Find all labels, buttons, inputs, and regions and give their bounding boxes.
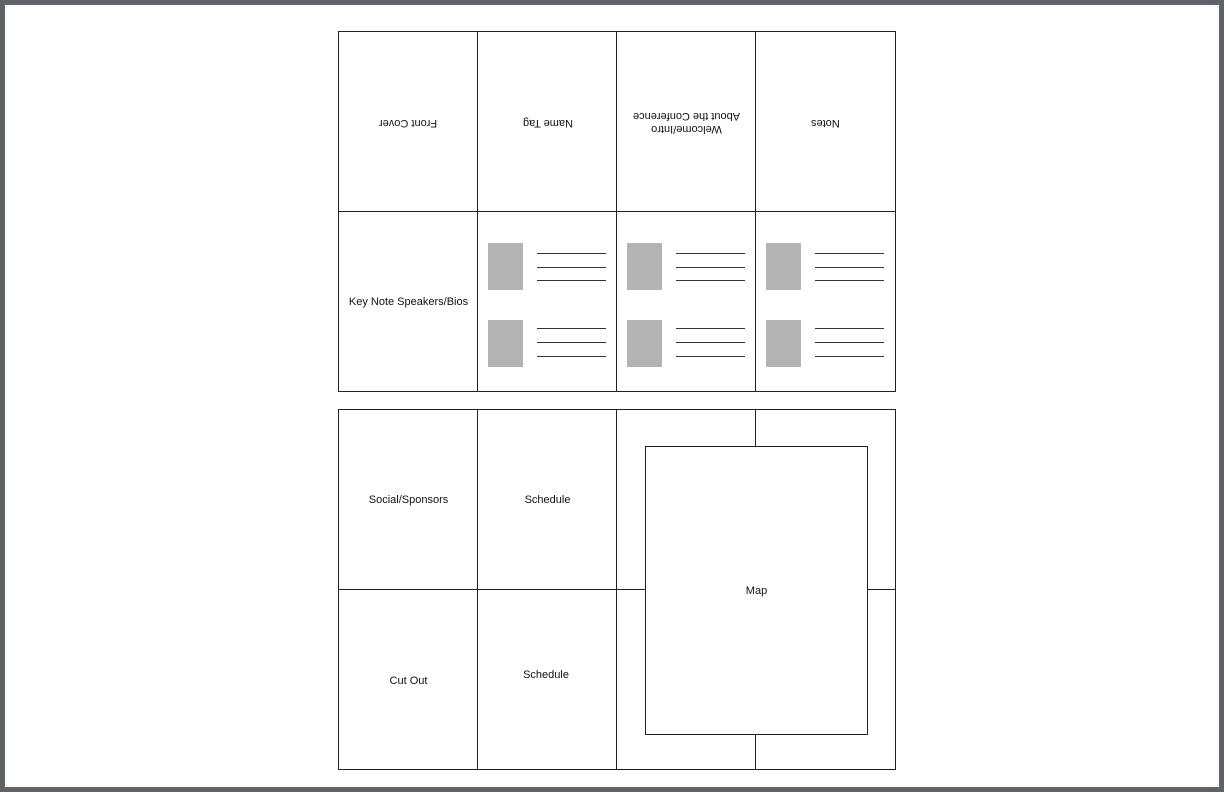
fold-line (339, 589, 895, 590)
speaker-bio-panel (756, 212, 895, 391)
speaker-photo-placeholder (627, 320, 662, 367)
front-cover-label: Front Cover (379, 116, 438, 129)
bio-text-line (815, 328, 884, 329)
bio-text-line (815, 356, 884, 357)
notes-label: Notes (811, 116, 840, 129)
bio-text-line (537, 328, 606, 329)
bio-text-line (815, 267, 884, 268)
speaker-bio-panel (617, 212, 756, 391)
bio-text-line (676, 253, 745, 254)
top-sheet: Front Cover Name Tag Welcome/Intro About… (338, 31, 896, 392)
schedule-panel-bottom: Schedule (478, 590, 614, 760)
name-tag-panel: Name Tag (478, 32, 617, 212)
bio-text-line (676, 328, 745, 329)
about-conference-text: About the Conference (632, 110, 741, 122)
cut-out-panel: Cut Out (339, 590, 478, 769)
speaker-photo-placeholder (766, 243, 801, 290)
map-label: Map (745, 584, 768, 597)
speaker-bio-panel (478, 212, 617, 391)
speaker-photo-placeholder (488, 320, 523, 367)
schedule-label: Schedule (524, 494, 571, 506)
keynote-label: Key Note Speakers/Bios (348, 295, 469, 308)
bio-text-line (537, 267, 606, 268)
fold-line (339, 211, 895, 212)
social-sponsors-panel: Social/Sponsors (339, 410, 478, 590)
bio-text-line (815, 342, 884, 343)
map-insert: Map (645, 446, 868, 735)
keynote-panel: Key Note Speakers/Bios (339, 212, 478, 391)
speaker-photo-placeholder (627, 243, 662, 290)
name-tag-label: Name Tag (522, 116, 573, 129)
notes-panel: Notes (756, 32, 895, 212)
welcome-panel: Welcome/Intro About the Conference (617, 32, 756, 212)
social-sponsors-label: Social/Sponsors (368, 494, 449, 506)
welcome-intro-text: Welcome/Intro (651, 123, 722, 135)
bio-text-line (676, 356, 745, 357)
bio-text-line (676, 342, 745, 343)
cut-out-label: Cut Out (389, 674, 428, 687)
bio-text-line (537, 280, 606, 281)
bio-text-line (676, 267, 745, 268)
front-cover-panel: Front Cover (339, 32, 478, 212)
bio-text-line (537, 356, 606, 357)
bio-text-line (537, 342, 606, 343)
bio-text-line (815, 280, 884, 281)
bio-text-line (815, 253, 884, 254)
bottom-sheet: Social/Sponsors Schedule Cut Out Schedul… (338, 409, 896, 770)
speaker-photo-placeholder (488, 243, 523, 290)
document-page: Front Cover Name Tag Welcome/Intro About… (5, 5, 1219, 787)
speaker-photo-placeholder (766, 320, 801, 367)
schedule-label: Schedule (523, 669, 569, 681)
bio-text-line (537, 253, 606, 254)
bio-text-line (676, 280, 745, 281)
schedule-panel-top: Schedule (478, 410, 617, 590)
welcome-label: Welcome/Intro About the Conference (633, 109, 740, 135)
